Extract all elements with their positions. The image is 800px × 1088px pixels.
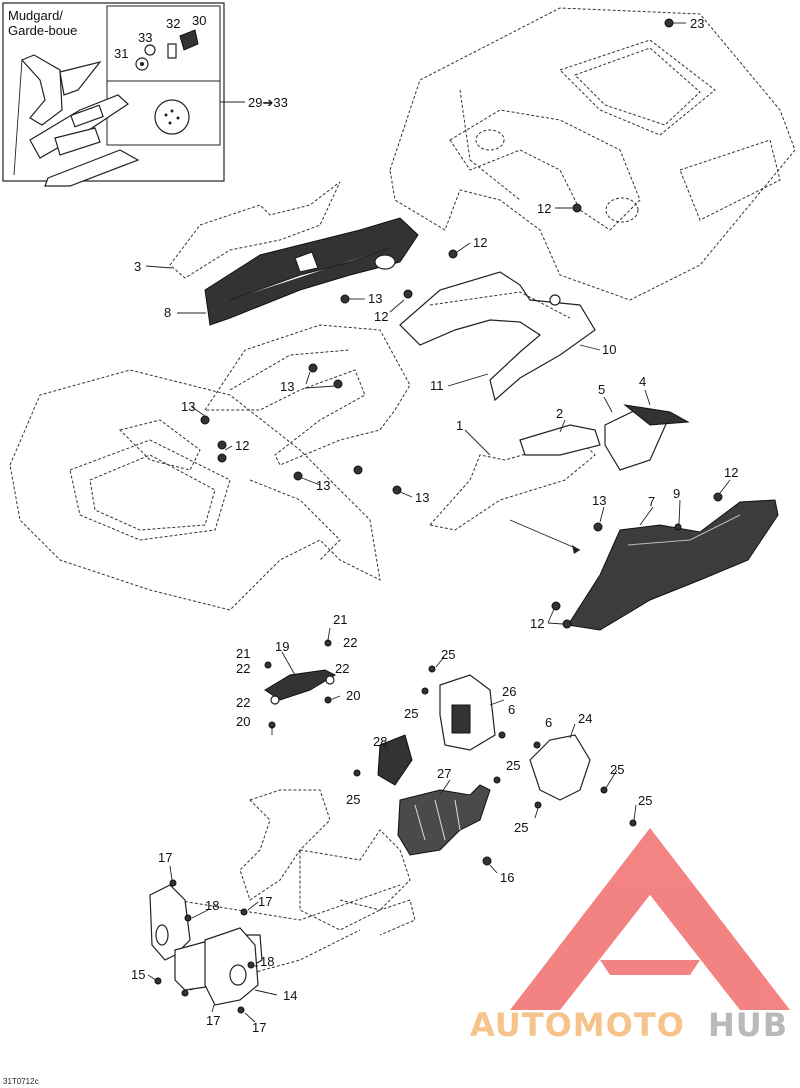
watermark-text-hub: HUB [708,1006,788,1044]
callout-25: 25 [514,820,528,835]
callout-24: 24 [578,711,592,726]
callout-28: 28 [373,734,387,749]
mudguard-inset [2,2,245,187]
callout-17: 17 [158,850,172,865]
callout-6: 6 [508,702,515,717]
callout-5: 5 [598,382,605,397]
callout-22: 22 [335,661,349,676]
callout-13: 13 [280,379,294,394]
callouts: 23 12 12 3 8 13 12 10 11 13 13 12 13 13 … [131,16,738,1035]
callout-27: 27 [437,766,451,781]
callout-17: 17 [206,1013,220,1028]
leader-lines [145,22,731,1023]
callout-18: 18 [205,898,219,913]
inset-title-line2: Garde-boue [8,23,77,38]
callout-32: 32 [166,16,180,31]
callout-18: 18 [260,954,274,969]
callout-17: 17 [252,1020,266,1035]
callout-16: 16 [500,870,514,885]
callout-25: 25 [404,706,418,721]
callout-11: 11 [430,378,444,393]
callout-2: 2 [556,406,563,421]
callout-13: 13 [316,478,330,493]
parts-24-26-27-28 [377,674,591,856]
frame [174,789,416,991]
part-7 [509,499,779,631]
callout-12: 12 [537,201,551,216]
part-1 [429,439,596,531]
reference-code: 31T0712c [3,1077,39,1086]
callout-20: 20 [236,714,250,729]
callout-7: 7 [648,494,655,509]
callout-1: 1 [456,418,463,433]
callout-9: 9 [673,486,680,501]
callout-25: 25 [441,647,455,662]
front-bumper [149,884,263,1006]
callout-23: 23 [690,16,704,31]
callout-22: 22 [343,635,357,650]
callout-6: 6 [545,715,552,730]
callout-31: 31 [114,46,128,61]
part-10 [399,271,596,402]
front-inner-panel [204,324,411,466]
callout-13: 13 [592,493,606,508]
callout-22: 22 [236,661,250,676]
callout-17: 17 [258,894,272,909]
callout-25: 25 [610,762,624,777]
automotohub-logo [510,828,790,1010]
callout-30: 30 [192,13,206,28]
callout-3: 3 [134,259,141,274]
part-19 [264,669,337,705]
front-fender-body [9,369,381,611]
callout-21: 21 [236,646,250,661]
callout-25: 25 [506,758,520,773]
callout-13: 13 [368,291,382,306]
callout-20: 20 [346,688,360,703]
callout-33: 33 [138,30,152,45]
inset-title-line1: Mudgard/ [8,8,63,23]
callout-25: 25 [638,793,652,808]
callout-25: 25 [346,792,360,807]
callout-8: 8 [164,305,171,320]
callout-4: 4 [639,374,646,389]
callout-15: 15 [131,967,145,982]
range-label: 29➔33 [248,95,288,110]
callout-26: 26 [502,684,516,699]
parts-2-4-5 [519,404,690,471]
callout-10: 10 [602,342,616,357]
callout-13: 13 [415,490,429,505]
callout-13: 13 [181,399,195,414]
part-3-and-8 [169,181,419,326]
watermark: AUTOMOTO HUB [470,1006,788,1044]
rear-fender-body [389,7,796,301]
callout-12: 12 [374,309,388,324]
watermark-text-automoto: AUTOMOTO [470,1006,685,1044]
callout-22: 22 [236,695,250,710]
callout-12: 12 [473,235,487,250]
callout-12: 12 [235,438,249,453]
callout-12: 12 [724,465,738,480]
callout-14: 14 [283,988,297,1003]
callout-19: 19 [275,639,289,654]
callout-21: 21 [333,612,347,627]
callout-12: 12 [530,616,544,631]
